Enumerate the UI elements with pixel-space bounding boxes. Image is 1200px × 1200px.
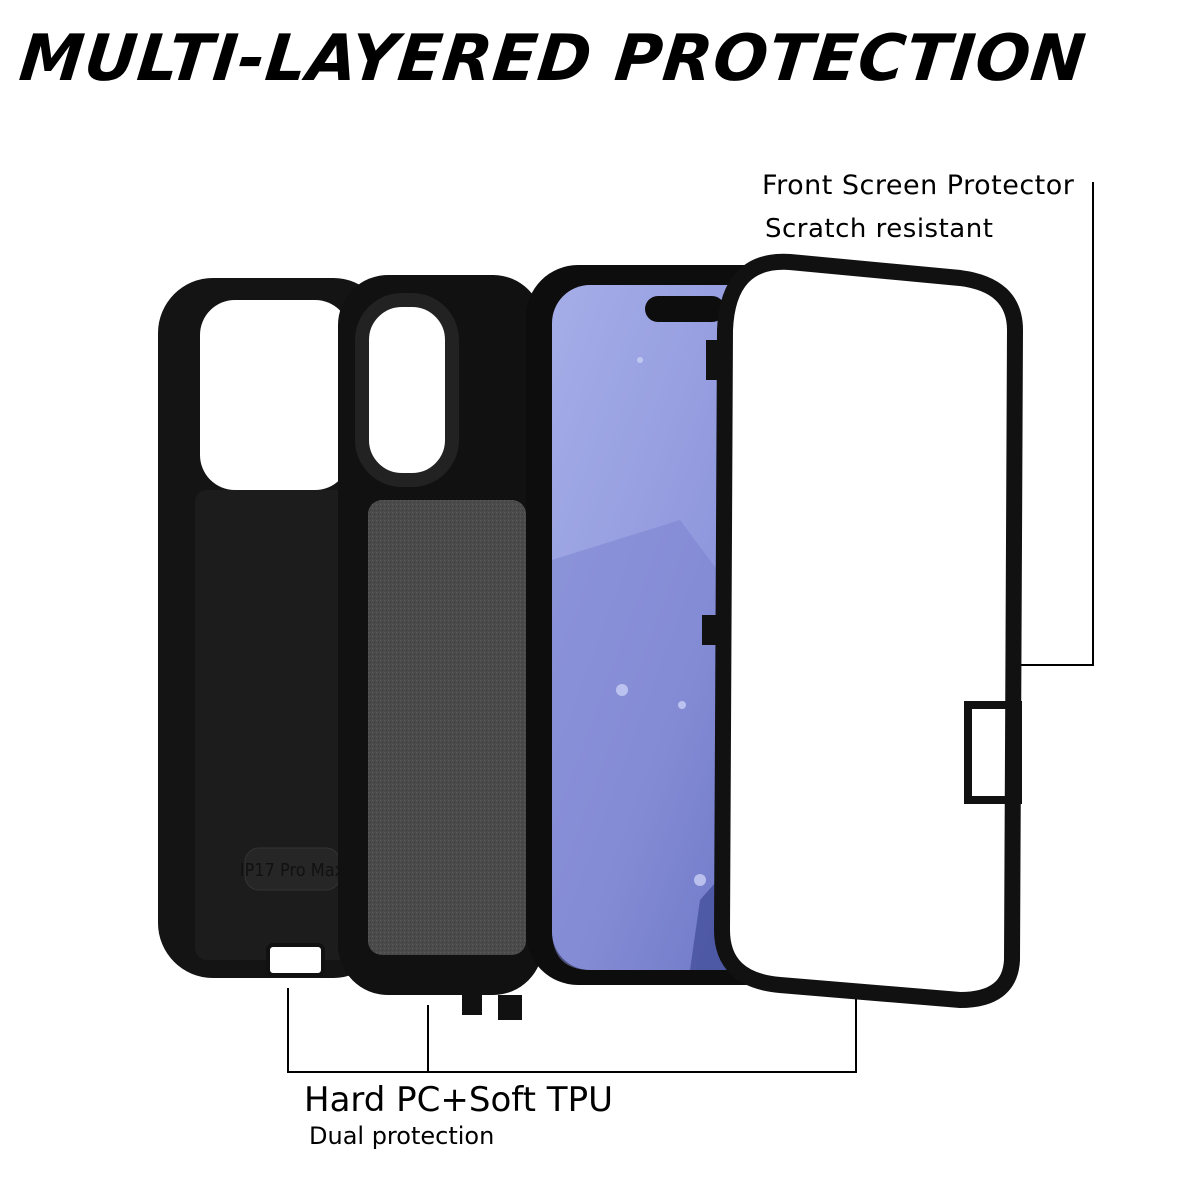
front-screen-protector-frame bbox=[702, 253, 1024, 1009]
outer-silicone-case: IP17 Pro Max bbox=[158, 278, 388, 978]
front-protector-label: Front Screen Protector bbox=[762, 170, 1075, 201]
shell-material-sublabel: Dual protection bbox=[309, 1122, 495, 1150]
shell-material-label: Hard PC+Soft TPU bbox=[304, 1080, 613, 1120]
hard-pc-shell bbox=[338, 275, 543, 1020]
leader-lines bbox=[287, 182, 1094, 1073]
case-model-text: IP17 Pro Max bbox=[240, 860, 345, 881]
front-protector-sublabel: Scratch resistant bbox=[765, 214, 994, 244]
